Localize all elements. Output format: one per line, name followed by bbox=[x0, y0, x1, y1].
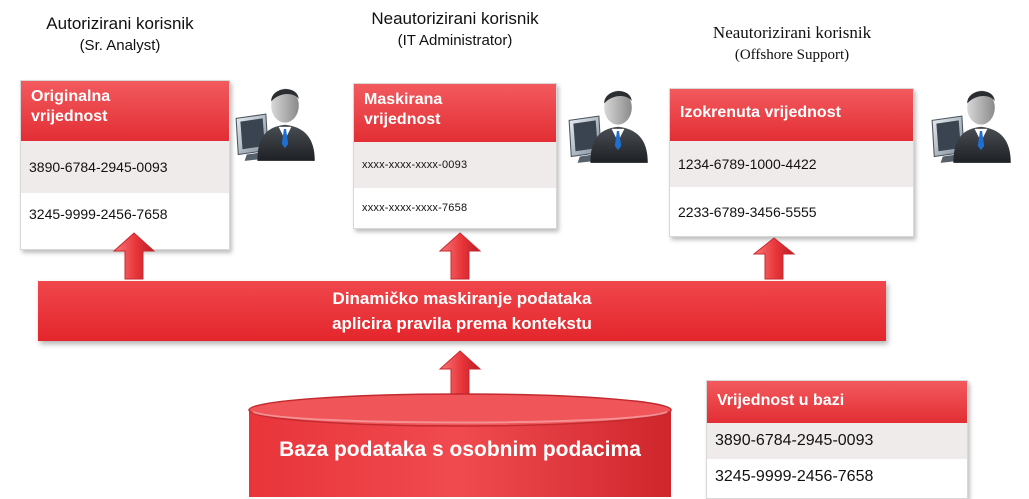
card-masked-value: Maskirana vrijednost xxxx-xxxx-xxxx-0093… bbox=[353, 83, 557, 229]
card-header-line: vrijednost bbox=[364, 111, 441, 128]
user-label-it-admin: Neautorizirani korisnik (IT Administrato… bbox=[330, 8, 580, 52]
user-at-computer-icon bbox=[234, 78, 319, 163]
card-row: 2233-6789-3456-5555 bbox=[678, 203, 817, 220]
user-role: (IT Administrator) bbox=[397, 32, 513, 49]
up-arrow-icon bbox=[438, 232, 482, 280]
database-cylinder-icon bbox=[248, 393, 672, 497]
card-header-line: Maskirana bbox=[364, 91, 443, 108]
card-row: xxxx-xxxx-xxxx-0093 bbox=[354, 142, 556, 188]
user-title: Neautorizirani korisnik bbox=[712, 23, 872, 42]
card-reversed-value: Izokrenuta vrijednost 1234-6789-1000-442… bbox=[669, 88, 914, 237]
card-row: 3890-6784-2945-0093 bbox=[21, 141, 229, 193]
card-row: xxxx-xxxx-xxxx-7658 bbox=[362, 202, 468, 214]
card-header: Vrijednost u bazi bbox=[707, 381, 967, 423]
band-line: Dinamičko maskiranje podataka bbox=[332, 289, 592, 308]
up-arrow-icon bbox=[112, 232, 156, 280]
card-header-line: Izokrenuta vrijednost bbox=[680, 104, 841, 121]
user-role: (Offshore Support) bbox=[734, 47, 850, 63]
card-row: 1234-6789-1000-4422 bbox=[670, 141, 913, 187]
up-arrow-icon bbox=[438, 350, 482, 396]
user-at-computer-icon bbox=[930, 80, 1015, 165]
card-header: Izokrenuta vrijednost bbox=[670, 89, 913, 141]
card-header: Originalna vrijednost bbox=[21, 81, 229, 141]
card-header: Maskirana vrijednost bbox=[354, 84, 556, 142]
card-db-value: Vrijednost u bazi 3890-6784-2945-0093 32… bbox=[706, 380, 968, 499]
card-row: 3245-9999-2456-7658 bbox=[29, 206, 168, 222]
user-title: Autorizirani korisnik bbox=[46, 14, 194, 33]
card-row: 3245-9999-2456-7658 bbox=[715, 468, 874, 485]
band-line: aplicira pravila prema kontekstu bbox=[332, 314, 592, 333]
card-header-line: Originalna bbox=[31, 88, 111, 105]
user-role: (Sr. Analyst) bbox=[79, 37, 161, 54]
up-arrow-icon bbox=[752, 237, 796, 280]
masking-rules-band: Dinamičko maskiranje podataka aplicira p… bbox=[38, 281, 886, 341]
user-label-offshore: Neautorizirani korisnik (Offshore Suppor… bbox=[672, 22, 912, 66]
card-original-value: Originalna vrijednost 3890-6784-2945-009… bbox=[20, 80, 230, 250]
card-header-line: vrijednost bbox=[31, 108, 108, 125]
card-row: 3890-6784-2945-0093 bbox=[707, 423, 967, 459]
user-at-computer-icon bbox=[567, 80, 652, 165]
user-title: Neautorizirani korisnik bbox=[371, 9, 539, 28]
user-label-authorized: Autorizirani korisnik (Sr. Analyst) bbox=[0, 13, 240, 57]
database-label: Baza podataka s osobnim podacima bbox=[279, 438, 641, 461]
